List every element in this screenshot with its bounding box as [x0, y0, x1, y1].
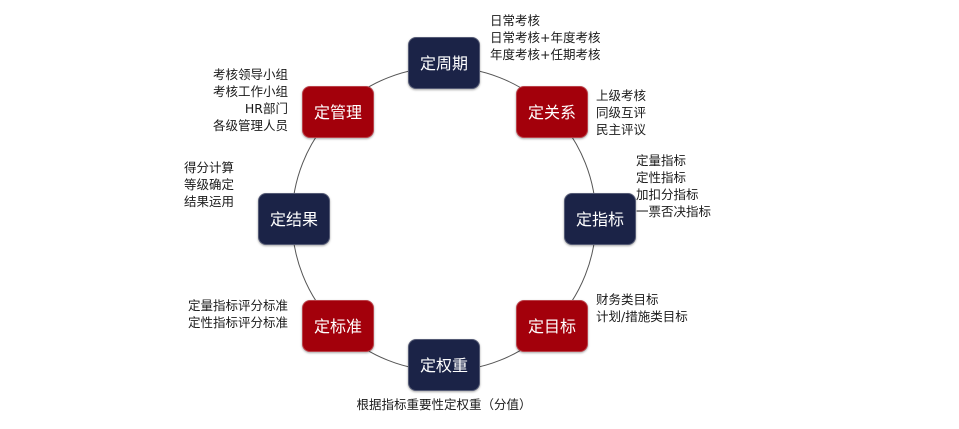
note-line: 财务类目标	[596, 292, 659, 307]
note-line: 根据指标重要性定权重（分值）	[356, 397, 532, 412]
note-line: 加扣分指标	[636, 187, 699, 202]
node-cycle: 定周期	[408, 37, 480, 89]
notes-cycle: 日常考核 日常考核+年度考核 年度考核+任期考核	[490, 12, 600, 63]
note-line: 考核领导小组	[212, 67, 288, 82]
note-line: 等级确定	[184, 177, 235, 192]
notes-weight: 根据指标重要性定权重（分值）	[334, 396, 554, 413]
node-relation: 定关系	[516, 86, 588, 138]
node-weight: 定权重	[408, 339, 480, 391]
node-result: 定结果	[258, 193, 330, 245]
note-line: 定性指标	[636, 170, 687, 185]
note-line: 日常考核+年度考核	[490, 30, 601, 45]
note-line: 各级管理人员	[212, 118, 288, 133]
node-target: 定目标	[516, 300, 588, 352]
note-line: 得分计算	[184, 160, 235, 175]
node-indicator: 定指标	[564, 193, 636, 245]
note-line: 上级考核	[596, 88, 647, 103]
note-line: 定性指标评分标准	[187, 315, 288, 330]
notes-target: 财务类目标 计划/措施类目标	[596, 291, 688, 325]
notes-indicator: 定量指标 定性指标 加扣分指标 一票否决指标	[636, 152, 711, 220]
node-management: 定管理	[302, 86, 374, 138]
note-line: 同级互评	[596, 105, 647, 120]
note-line: 计划/措施类目标	[596, 309, 688, 324]
notes-relation: 上级考核 同级互评 民主评议	[596, 87, 646, 138]
notes-standard: 定量指标评分标准 定性指标评分标准	[148, 297, 288, 331]
note-line: 一票否决指标	[636, 204, 712, 219]
note-line: 考核工作小组	[212, 84, 288, 99]
node-standard: 定标准	[302, 300, 374, 352]
note-line: 定量指标	[636, 153, 687, 168]
note-line: 定量指标评分标准	[187, 298, 288, 313]
note-line: 日常考核	[490, 13, 541, 28]
note-line: 民主评议	[596, 122, 647, 137]
notes-result: 得分计算 等级确定 结果运用	[184, 159, 234, 210]
notes-management: 考核领导小组 考核工作小组 HR部门 各级管理人员	[158, 66, 288, 134]
note-line: HR部门	[244, 101, 288, 116]
note-line: 年度考核+任期考核	[490, 47, 601, 62]
note-line: 结果运用	[184, 194, 235, 209]
